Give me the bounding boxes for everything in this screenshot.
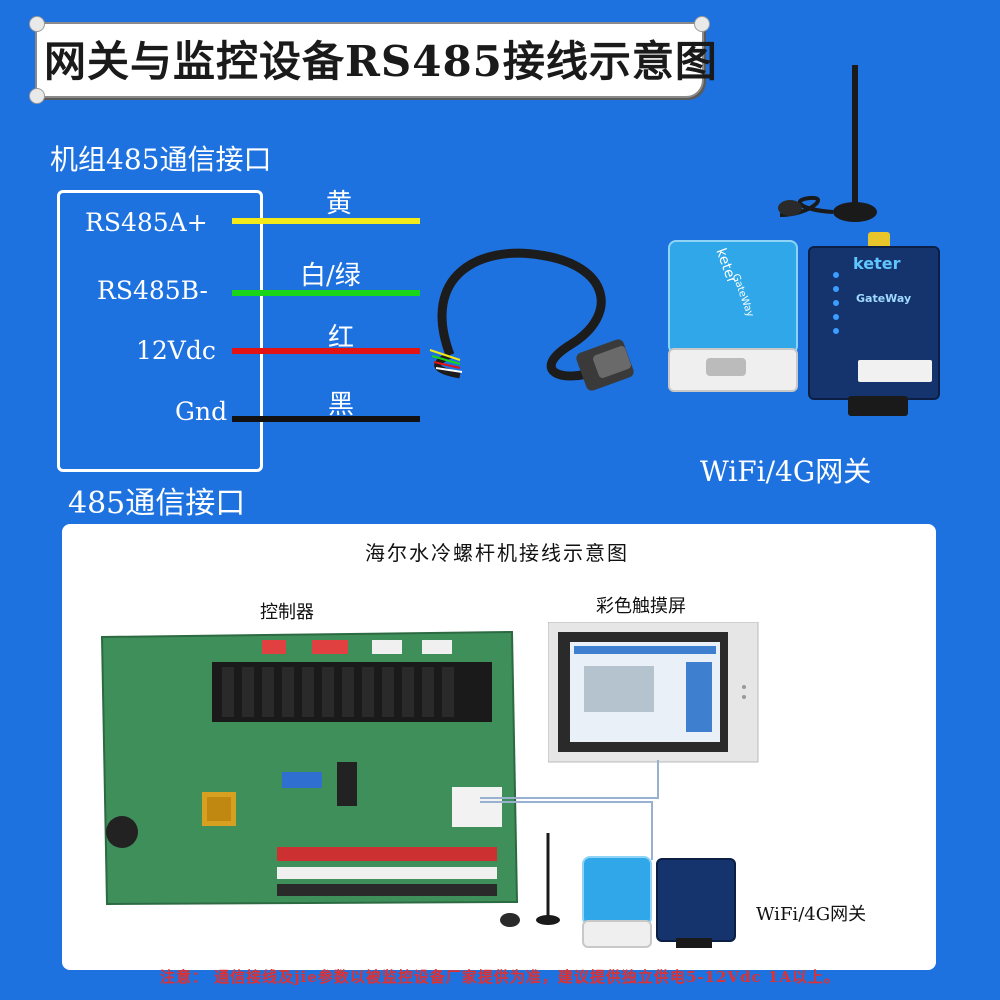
gateway-label: GateWay	[856, 292, 912, 305]
pin-icon	[29, 88, 45, 104]
controller-board-image	[100, 630, 519, 906]
signal-label-a: RS485A+	[85, 208, 208, 237]
interface-box	[57, 190, 263, 472]
gateway-device-navy: keter GateWay	[808, 232, 942, 417]
db9-cable-image	[429, 248, 634, 391]
page-title: 网关与监控设备RS485接线示意图	[44, 37, 718, 86]
wire-color-label: 黄	[326, 189, 353, 219]
signal-label-gnd: Gnd	[175, 397, 228, 426]
antenna-icon	[500, 833, 560, 927]
wire-color-label: 红	[328, 323, 355, 353]
gateway-caption: WiFi/4G网关	[700, 455, 872, 488]
wire-color-label: 黑	[328, 390, 355, 420]
panel-title: 海尔水冷螺杆机接线示意图	[365, 541, 629, 565]
touchscreen-image	[548, 622, 759, 763]
wire-red	[232, 348, 420, 354]
pin-icon	[694, 16, 710, 32]
wire-green	[232, 290, 420, 296]
wire-black	[232, 416, 420, 422]
gateway-brand: keter	[853, 254, 901, 273]
gateway-device-blue-small	[582, 856, 652, 948]
footnote: 注意： 通信接线及jie参数以被监控设备厂家提供为准，建议提供独立供电5-12V…	[160, 968, 840, 986]
wire-color-label: 白/绿	[300, 261, 361, 291]
unit-interface-label: 机组485通信接口	[50, 143, 272, 176]
touchscreen-label: 彩色触摸屏	[596, 596, 686, 617]
wire-yellow	[232, 218, 420, 224]
controller-label: 控制器	[260, 602, 314, 623]
connection-lines	[480, 760, 659, 860]
gateway-device-blue: keter GateWay	[668, 240, 798, 392]
antenna-icon	[778, 65, 877, 222]
signal-label-12v: 12Vdc	[136, 336, 216, 365]
signal-label-b: RS485B-	[97, 276, 208, 305]
title-banner	[29, 16, 710, 104]
panel-gateway-caption: WiFi/4G网关	[756, 904, 867, 925]
gateway-device-navy-small	[656, 858, 736, 950]
pin-icon	[29, 16, 45, 32]
interface-caption: 485通信接口	[68, 486, 246, 521]
